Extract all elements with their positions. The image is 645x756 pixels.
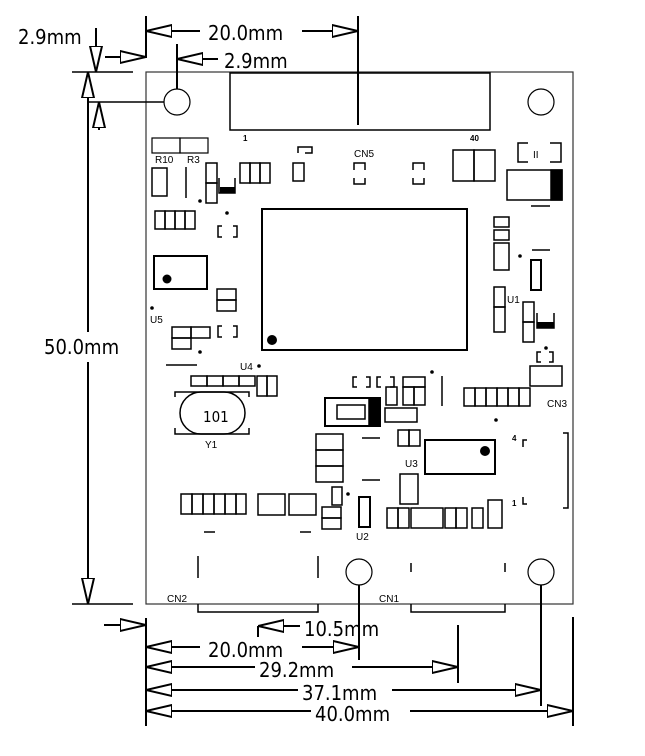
u3-pin1-dot (480, 446, 490, 456)
u5-pin1-dot (162, 274, 172, 284)
u2-label: U2 (356, 532, 369, 543)
connector-cn2 (197, 556, 319, 613)
dim-top-left-offset-y: 2.9mm (18, 25, 82, 49)
u4-label: U4 (240, 362, 253, 373)
dim-top-hole-offset-x: 2.9mm (224, 49, 288, 73)
pin1-dot (544, 346, 548, 350)
u1-label: U1 (507, 295, 520, 306)
bottom-right-components (386, 499, 503, 529)
pin1-dot (198, 199, 202, 203)
middle-components (180, 376, 443, 533)
pin1-dot (518, 254, 522, 258)
y1-mark: 101 (203, 408, 229, 426)
r3-label: R3 (187, 155, 200, 166)
dim-bottom-37-1: 37.1mm (302, 681, 377, 705)
mounting-hole-top-right (527, 88, 555, 116)
mounting-hole-bottom-right (527, 558, 555, 586)
u3-chip (424, 439, 496, 475)
connector-cn4 (522, 432, 569, 509)
dimension-lines (72, 16, 574, 726)
resistors-r10-r3 (151, 137, 209, 154)
cn4-pin1-label: 1 (512, 499, 517, 508)
pin1-dot (430, 370, 434, 374)
u5-label: U5 (150, 315, 163, 326)
dim-bottom-29-2: 29.2mm (259, 658, 334, 682)
cn2-label: CN2 (167, 594, 187, 605)
dim-bottom-10-5: 10.5mm (304, 617, 379, 641)
r10-label: R10 (155, 155, 174, 166)
u4-dot (257, 364, 261, 368)
diode-mark: II (533, 150, 539, 161)
mounting-hole-top-left (163, 88, 191, 116)
mounting-hole-bottom-mid (345, 558, 373, 586)
main-ic-pin1-dot (267, 335, 277, 345)
cn1-label: CN1 (379, 594, 399, 605)
pin1-dot (150, 306, 154, 310)
pin1-dot (225, 211, 229, 215)
right-components (463, 216, 563, 407)
cn5-pin40-label: 40 (470, 134, 479, 143)
pin1-dot (494, 418, 498, 422)
connector-cn5: 1 40 CN5 (229, 72, 491, 160)
cn5-pin1-label: 1 (243, 134, 248, 143)
component-polarity-band (220, 187, 235, 193)
cn3-label: CN3 (547, 399, 567, 410)
top-components (151, 142, 563, 207)
cn5-label: CN5 (354, 149, 374, 160)
dim-bottom-20-0: 20.0mm (208, 638, 283, 662)
dim-bottom-40-0: 40.0mm (315, 702, 390, 726)
y1-label: Y1 (205, 440, 218, 451)
dim-board-height: 50.0mm (44, 335, 119, 359)
dim-top-20mm: 20.0mm (208, 21, 283, 45)
pin1-dot (198, 350, 202, 354)
pin1-dot (346, 492, 350, 496)
connector-cn1 (410, 563, 506, 613)
left-components (153, 210, 238, 366)
u3-label: U3 (405, 459, 418, 470)
polarity-band (537, 322, 554, 328)
main-ic (261, 208, 468, 351)
u4-y1-area (174, 375, 278, 435)
cn4-pin4-label: 4 (512, 434, 517, 443)
